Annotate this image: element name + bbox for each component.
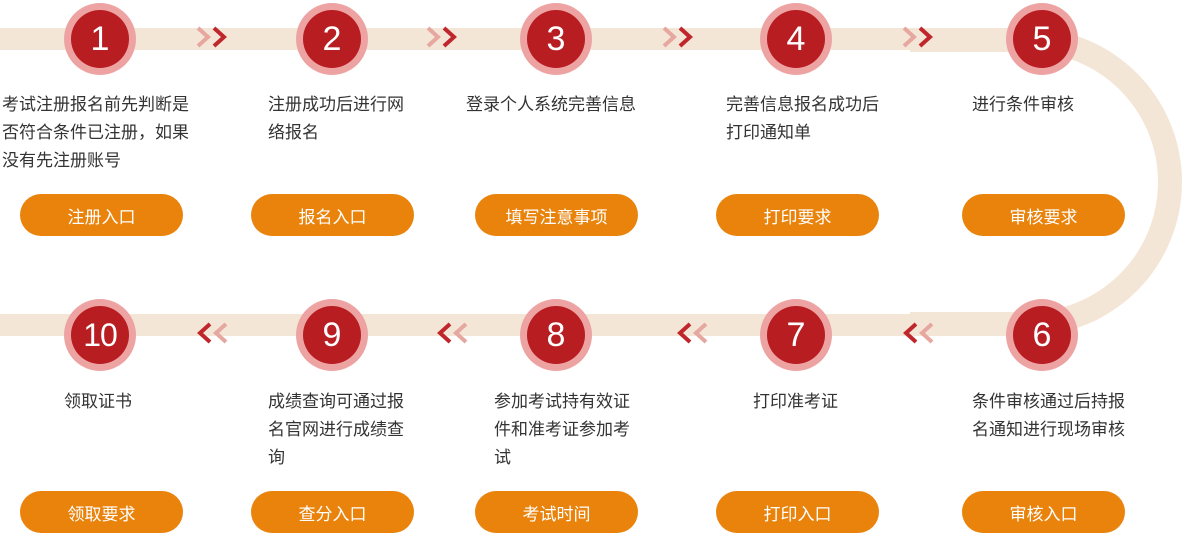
arrow-left-icon (197, 322, 228, 344)
step-number: 4 (767, 10, 825, 68)
score-entry-button[interactable]: 查分入口 (251, 491, 414, 533)
step-number: 8 (527, 306, 585, 364)
step-8-description: 参加考试持有效证件和准考证参加考试 (494, 392, 630, 468)
step-10-description: 领取证书 (64, 392, 132, 412)
step-3-circle: 3 (520, 3, 592, 75)
exam-time-button[interactable]: 考试时间 (475, 491, 638, 533)
step-1-circle: 1 (64, 3, 136, 75)
step-number: 3 (527, 10, 585, 68)
step-9-circle: 9 (296, 299, 368, 371)
step-number: 6 (1013, 306, 1071, 364)
step-9-description: 成绩查询可通过报名官网进行成绩查询 (268, 392, 404, 468)
step-6-circle: 6 (1006, 299, 1078, 371)
step-8-circle: 8 (520, 299, 592, 371)
step-number: 10 (71, 306, 129, 364)
step-2-description: 注册成功后进行网络报名 (268, 95, 404, 143)
step-7-description: 打印准考证 (753, 392, 838, 412)
step-1-description: 考试注册报名前先判断是否符合条件已注册，如果没有先注册账号 (2, 95, 189, 171)
notes-button[interactable]: 填写注意事项 (475, 194, 638, 236)
step-number: 9 (303, 306, 361, 364)
arrow-right-icon (662, 26, 693, 48)
arrow-right-icon (426, 26, 457, 48)
step-10-circle: 10 (64, 299, 136, 371)
step-5-circle: 5 (1006, 3, 1078, 75)
step-number: 7 (767, 306, 825, 364)
step-7-circle: 7 (760, 299, 832, 371)
print-entry-button[interactable]: 打印入口 (716, 491, 879, 533)
step-4-circle: 4 (760, 3, 832, 75)
print-requirements-button[interactable]: 打印要求 (716, 194, 879, 236)
step-2-circle: 2 (296, 3, 368, 75)
arrow-left-icon (903, 322, 934, 344)
arrow-left-icon (677, 322, 708, 344)
arrow-left-icon (437, 322, 468, 344)
review-entry-button[interactable]: 审核入口 (962, 491, 1125, 533)
register-entry-button[interactable]: 注册入口 (20, 194, 183, 236)
step-4-description: 完善信息报名成功后打印通知单 (726, 95, 879, 143)
step-number: 5 (1013, 10, 1071, 68)
arrow-right-icon (196, 26, 227, 48)
arrow-right-icon (902, 26, 933, 48)
step-5-description: 进行条件审核 (972, 95, 1074, 115)
step-number: 1 (71, 10, 129, 68)
review-requirements-button[interactable]: 审核要求 (962, 194, 1125, 236)
step-number: 2 (303, 10, 361, 68)
certificate-requirements-button[interactable]: 领取要求 (20, 491, 183, 533)
step-6-description: 条件审核通过后持报名通知进行现场审核 (972, 392, 1125, 440)
step-3-description: 登录个人系统完善信息 (466, 95, 636, 115)
signup-entry-button[interactable]: 报名入口 (251, 194, 414, 236)
